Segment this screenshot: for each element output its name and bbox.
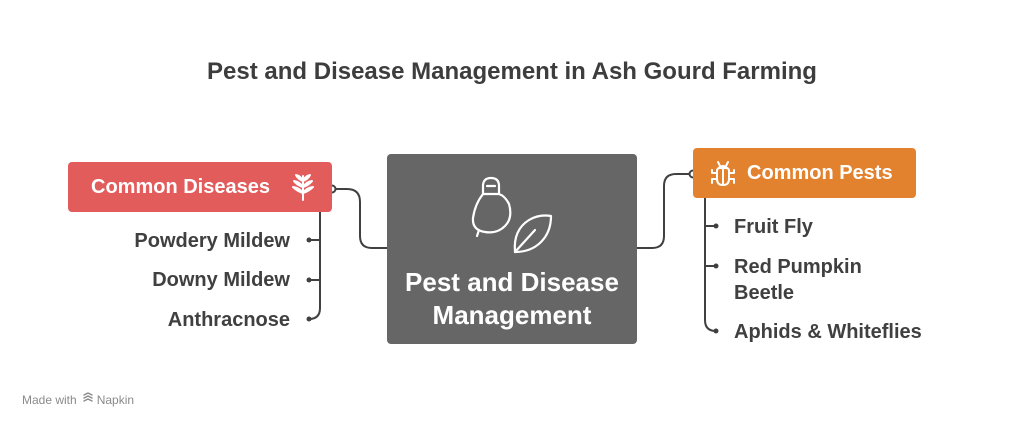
footer-attribution: Made with Napkin xyxy=(22,392,134,407)
made-with-label: Made with xyxy=(22,392,77,407)
connector-center-diseases xyxy=(332,188,387,249)
disease-item-powdery-mildew: Powdery Mildew xyxy=(134,230,290,252)
napkin-logo-icon xyxy=(82,392,94,407)
common-diseases-label: Common Diseases xyxy=(91,176,270,198)
item-dot-downy-mildew xyxy=(306,277,312,283)
center-label-line2: Management xyxy=(432,300,592,330)
common-pests-node: Common Pests xyxy=(693,148,916,198)
item-dot-anthracnose xyxy=(306,316,312,322)
item-dot-red-pumpkin-beetle xyxy=(713,263,719,269)
pest-item-aphids-whiteflies: Aphids & Whiteflies xyxy=(734,321,922,343)
item-dot-powdery-mildew xyxy=(306,237,312,243)
disease-item-anthracnose: Anthracnose xyxy=(167,309,290,331)
center-label-line1: Pest and Disease xyxy=(405,267,619,297)
pest-item-red-pumpkin-beetle: Red Pumpkin Beetle xyxy=(734,256,862,304)
napkin-brand: Napkin xyxy=(96,392,135,407)
diagram-title: Pest and Disease Management in Ash Gourd… xyxy=(207,58,817,85)
item-dot-fruit-fly xyxy=(713,223,719,229)
connector-center-pests xyxy=(637,173,693,249)
center-node: Pest and Disease Management xyxy=(387,154,637,344)
disease-item-downy-mildew: Downy Mildew xyxy=(152,269,290,291)
bulb-leaf-icon xyxy=(469,174,555,261)
common-diseases-node: Common Diseases xyxy=(68,162,332,212)
bug-icon xyxy=(709,159,737,193)
common-pests-label: Common Pests xyxy=(747,162,893,184)
item-dot-aphids xyxy=(713,328,719,334)
center-label: Pest and Disease Management xyxy=(387,266,637,332)
pest-item-fruit-fly: Fruit Fly xyxy=(734,216,813,238)
wheat-icon xyxy=(290,173,316,207)
connector-diseases-branch xyxy=(308,212,321,320)
